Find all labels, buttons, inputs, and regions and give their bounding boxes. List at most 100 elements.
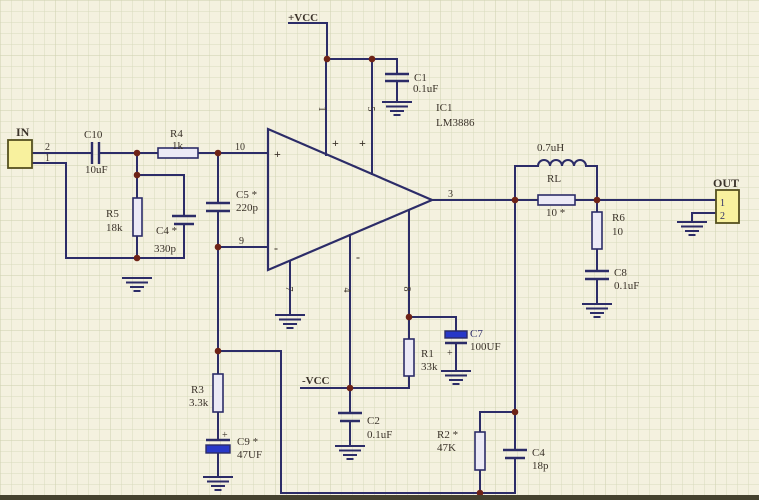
c7-polarity-mark: + [447, 348, 453, 359]
r5-val: 18k [106, 222, 123, 234]
c9-val: 47UF [237, 449, 262, 461]
in-pin1-number: 1 [45, 153, 50, 164]
ic-ref: IC1 [436, 102, 453, 114]
resistor-r4-body [157, 147, 199, 159]
resistor-bodies [132, 147, 603, 471]
capacitor-c9-electrolytic-bar [205, 444, 231, 454]
c4-fb-ref: C4 [532, 447, 545, 459]
capacitor-c2-plates [338, 411, 362, 423]
capacitor-plates [90, 72, 609, 460]
c2-ref: C2 [367, 415, 380, 427]
c7-ref: C7 [470, 328, 483, 340]
vcc-pos-label: +VCC [288, 12, 318, 24]
junction-dot [214, 347, 222, 355]
capacitor-c5-plates [206, 201, 230, 213]
r6-val: 10 [612, 226, 624, 238]
junction-dot [511, 408, 519, 416]
opamp-noninv-mark: + [274, 147, 281, 161]
r3-val: 3.3k [189, 397, 209, 409]
supply-plus-mark-pin1: + [332, 136, 339, 150]
supply-minus-mark-pin4: - [356, 250, 360, 264]
ic-pin1-number: 1 [316, 107, 327, 112]
r1-ref: R1 [421, 348, 434, 360]
l1-val: 0.7uH [537, 142, 564, 154]
ic-pin9-number: 9 [239, 236, 244, 247]
out-connector-box [715, 189, 740, 224]
junction-dot [368, 55, 376, 63]
wire-c7-branch [408, 316, 457, 372]
wire-c4-input-branch [136, 174, 185, 259]
out-connector-label: OUT [713, 176, 739, 190]
ic-pin8-number: 8 [401, 287, 412, 292]
electrolytic-bars [205, 330, 468, 454]
junction-dot [476, 489, 484, 497]
opamp-triangle [266, 127, 435, 272]
junction-dot [346, 384, 354, 392]
c4-input-val: 330p [154, 243, 177, 255]
supply-plus-mark-pin5: + [359, 136, 366, 150]
ic-pin10-number: 10 [235, 142, 245, 153]
junction-dot [593, 196, 601, 204]
ic-pin4-number: 4 [341, 288, 352, 293]
out-pin2-number: 2 [720, 211, 725, 222]
c8-val: 0.1uF [614, 280, 639, 292]
out-pin1-number: 1 [720, 198, 725, 209]
labels: +VCC -VCC IN OUT 2 1 1 2 IC1 LM3886 10 9… [16, 12, 739, 472]
rl-val: 10 * [546, 207, 565, 219]
c7-val: 100UF [470, 341, 501, 353]
junction-dot [133, 149, 141, 157]
ic-pin7-number: 7 [283, 287, 294, 292]
junction-dot [405, 313, 413, 321]
r1-val: 33k [421, 361, 438, 373]
resistor-r1-body [403, 338, 415, 377]
ic-pin3-number: 3 [448, 189, 453, 200]
r2-ref: R2 * [437, 429, 458, 441]
vcc-neg-label: -VCC [302, 375, 330, 387]
c4-input-ref: C4 * [156, 225, 177, 237]
c9-polarity-mark: + [222, 430, 228, 441]
c4-fb-val: 18p [532, 460, 549, 472]
junction-dot [214, 149, 222, 157]
r2-val: 47K [437, 442, 456, 454]
wire-feedback-bottom [217, 350, 516, 494]
resistor-r6-body [591, 211, 603, 250]
junction-dot [133, 254, 141, 262]
wire-in-pin1-loop [31, 162, 185, 259]
r4-ref: R4 [170, 128, 183, 140]
wire-out-pin2-gnd [691, 212, 718, 223]
c1-val: 0.1uF [413, 83, 438, 95]
c5-val: 220p [236, 202, 259, 214]
in-connector-label: IN [16, 125, 30, 139]
c1-ref: C1 [414, 72, 427, 84]
resistor-rl-body [537, 194, 576, 206]
r5-ref: R5 [106, 208, 119, 220]
junction-dot [323, 55, 331, 63]
ic-part: LM3886 [436, 117, 475, 129]
resistor-r5-body [132, 197, 143, 237]
opamp-inv-mark: - [274, 241, 278, 255]
inductor-l1-coil [514, 159, 598, 201]
capacitor-c4-input-plates [172, 214, 196, 226]
capacitor-c1-plates [385, 72, 409, 83]
junction-dot [214, 243, 222, 251]
capacitor-c8-plates [585, 269, 609, 281]
r3-ref: R3 [191, 384, 204, 396]
rl-ref: RL [547, 173, 561, 185]
junction-dot [511, 196, 519, 204]
in-pin2-number: 2 [45, 142, 50, 153]
in-connector-box [7, 139, 33, 169]
resistor-r3-body [212, 373, 224, 413]
resistor-r2-body [474, 431, 486, 471]
ic-pin5-number: 5 [365, 107, 376, 112]
c5-ref: C5 * [236, 189, 257, 201]
r6-ref: R6 [612, 212, 625, 224]
junction-dots [133, 55, 601, 497]
c10-val: 10uF [85, 164, 108, 176]
capacitor-c10-plates [90, 142, 101, 164]
capacitor-c4-fb-plates [503, 448, 527, 460]
photo-bottom-edge [0, 495, 759, 500]
junction-dot [133, 171, 141, 179]
